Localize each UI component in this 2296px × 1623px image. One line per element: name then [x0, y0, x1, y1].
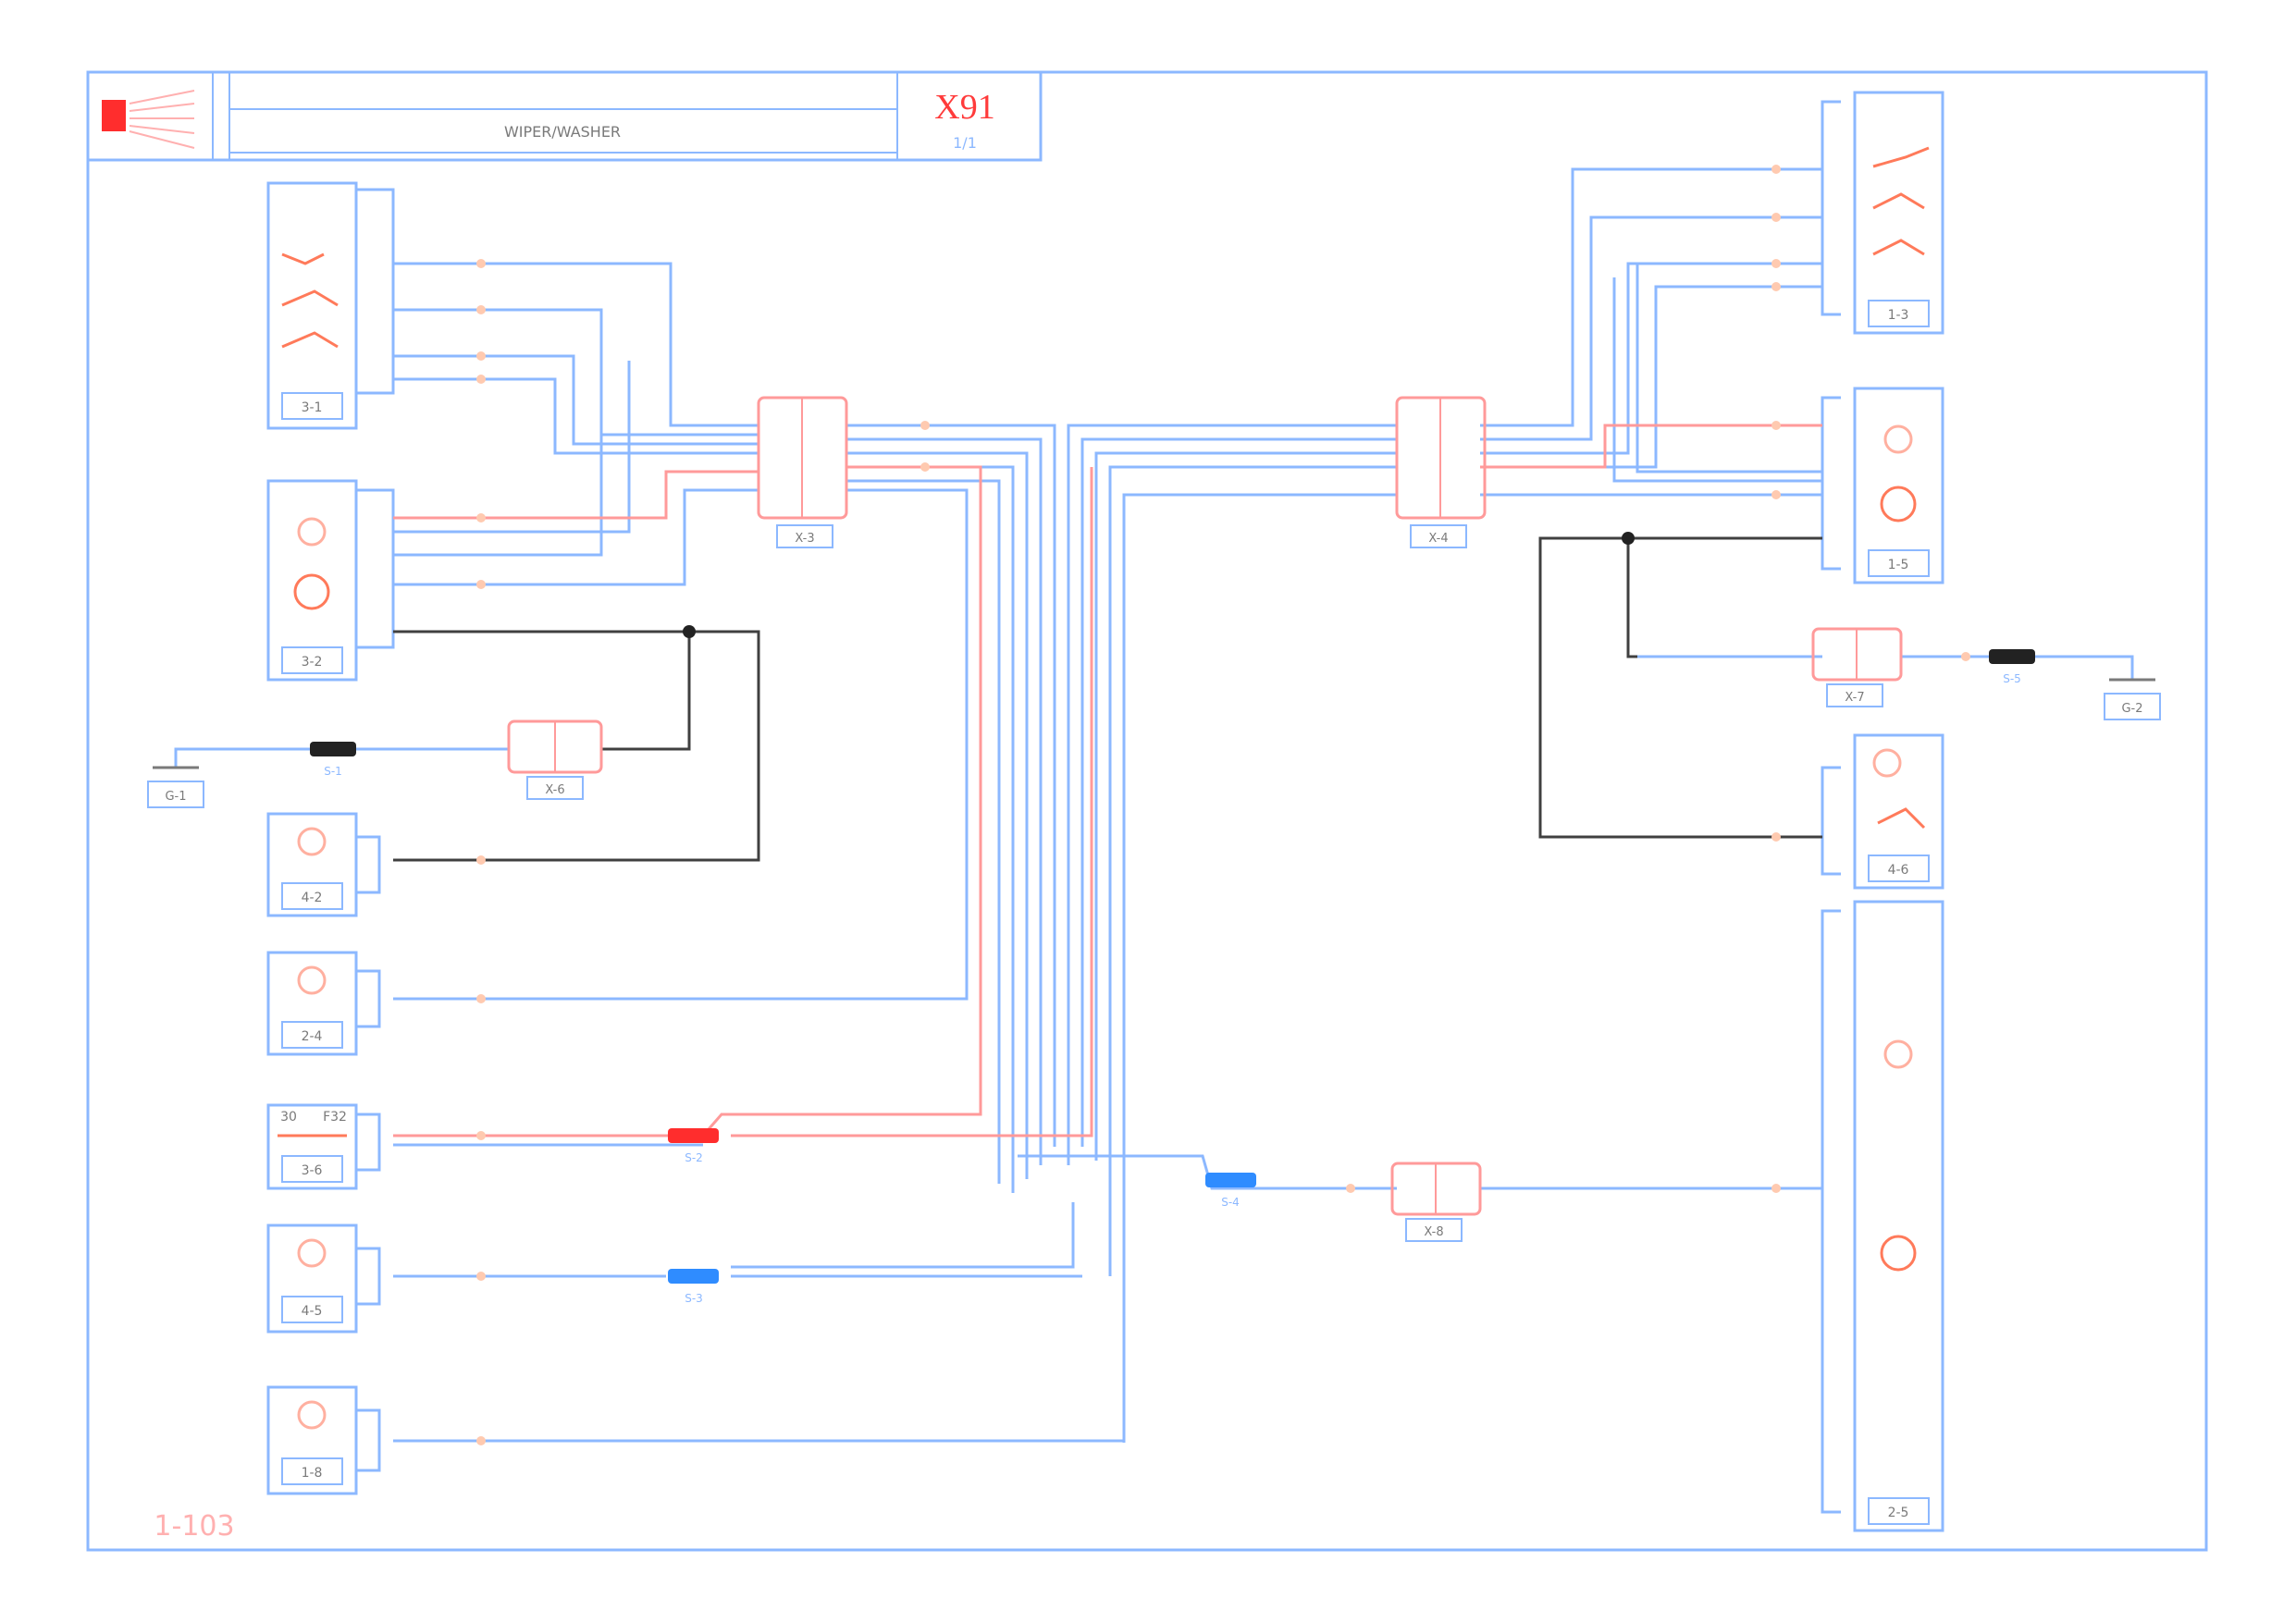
splice-red: S-2 — [668, 1128, 719, 1164]
splice-label: S-5 — [2003, 672, 2021, 685]
fuse-label-b: F32 — [323, 1110, 347, 1125]
brand-logo — [102, 90, 195, 149]
splice-right-black: S-5 — [1989, 649, 2035, 685]
right-motor[interactable]: 1-5 — [1853, 387, 1944, 584]
component-label: 3-6 — [302, 1163, 323, 1178]
connector-label: X-4 — [1428, 532, 1448, 546]
right-switch[interactable]: 1-3 — [1853, 91, 1944, 335]
splice-label: S-1 — [324, 765, 342, 778]
left-sensor[interactable]: 2-4 — [266, 951, 358, 1056]
left-switch[interactable]: 3-1 — [266, 181, 358, 430]
connector-left[interactable]: X-3 — [757, 396, 848, 548]
wires-blue — [180, 100, 2128, 1514]
right-module[interactable]: 2-5 — [1853, 900, 1944, 1532]
ground-label: G-1 — [165, 790, 186, 804]
wires-red — [393, 424, 1822, 1137]
connector-bottom[interactable]: X-8 — [1390, 1162, 1482, 1242]
left-relay[interactable]: 4-5 — [266, 1223, 358, 1334]
ground-label: G-2 — [2121, 702, 2142, 716]
page-label: 1-103 — [154, 1510, 234, 1543]
component-label: 2-5 — [1888, 1506, 1909, 1520]
left-fuse[interactable]: 30 F32 3-6 — [266, 1103, 358, 1190]
ground-left: G-1 — [147, 747, 204, 808]
splice-label: S-3 — [685, 1292, 703, 1305]
component-label: 3-1 — [302, 400, 323, 415]
component-label: 1-8 — [302, 1466, 323, 1481]
connector-label: X-6 — [545, 783, 564, 797]
connector-label: X-7 — [1845, 691, 1864, 705]
right-relay[interactable]: 4-6 — [1853, 733, 1944, 890]
component-label: 2-4 — [302, 1029, 323, 1044]
diagram-frame — [86, 70, 2208, 1552]
component-label: 4-6 — [1888, 863, 1909, 878]
connector-label: X-3 — [795, 532, 814, 546]
page-title: WIPER/WASHER — [504, 123, 621, 141]
left-bottom-component[interactable]: 1-8 — [266, 1385, 358, 1495]
component-label: 4-5 — [302, 1304, 323, 1319]
splice-label: S-2 — [685, 1151, 703, 1164]
junction-dot — [683, 625, 696, 638]
connector-mid[interactable]: X-4 — [1395, 396, 1487, 548]
wires-black — [393, 536, 1822, 862]
splice-label: S-4 — [1221, 1196, 1240, 1209]
splice-left-black: S-1 — [310, 742, 356, 778]
component-label: 4-2 — [302, 891, 323, 905]
connector-label: X-8 — [1424, 1225, 1443, 1239]
fuse-label-a: 30 — [280, 1110, 297, 1125]
connector-small[interactable]: X-6 — [507, 719, 603, 800]
splice-blue-mid: S-4 — [1205, 1173, 1256, 1209]
junction-dot — [1622, 532, 1635, 545]
header-block: WIPER/WASHER X91 1/1 — [86, 70, 1043, 162]
pin-markers — [476, 165, 1970, 1445]
component-label: 3-2 — [302, 655, 323, 670]
diagram-code-sub: 1/1 — [953, 134, 977, 152]
left-washer[interactable]: 4-2 — [266, 812, 358, 917]
left-motor[interactable]: 3-2 — [266, 479, 358, 682]
connector-right-small[interactable]: X-7 — [1811, 627, 1903, 707]
component-label: 1-3 — [1888, 308, 1909, 323]
splice-blue-left: S-3 — [668, 1269, 719, 1305]
diagram-code: X91 — [934, 88, 994, 127]
ground-right: G-2 — [2104, 655, 2161, 720]
component-label: 1-5 — [1888, 558, 1909, 572]
